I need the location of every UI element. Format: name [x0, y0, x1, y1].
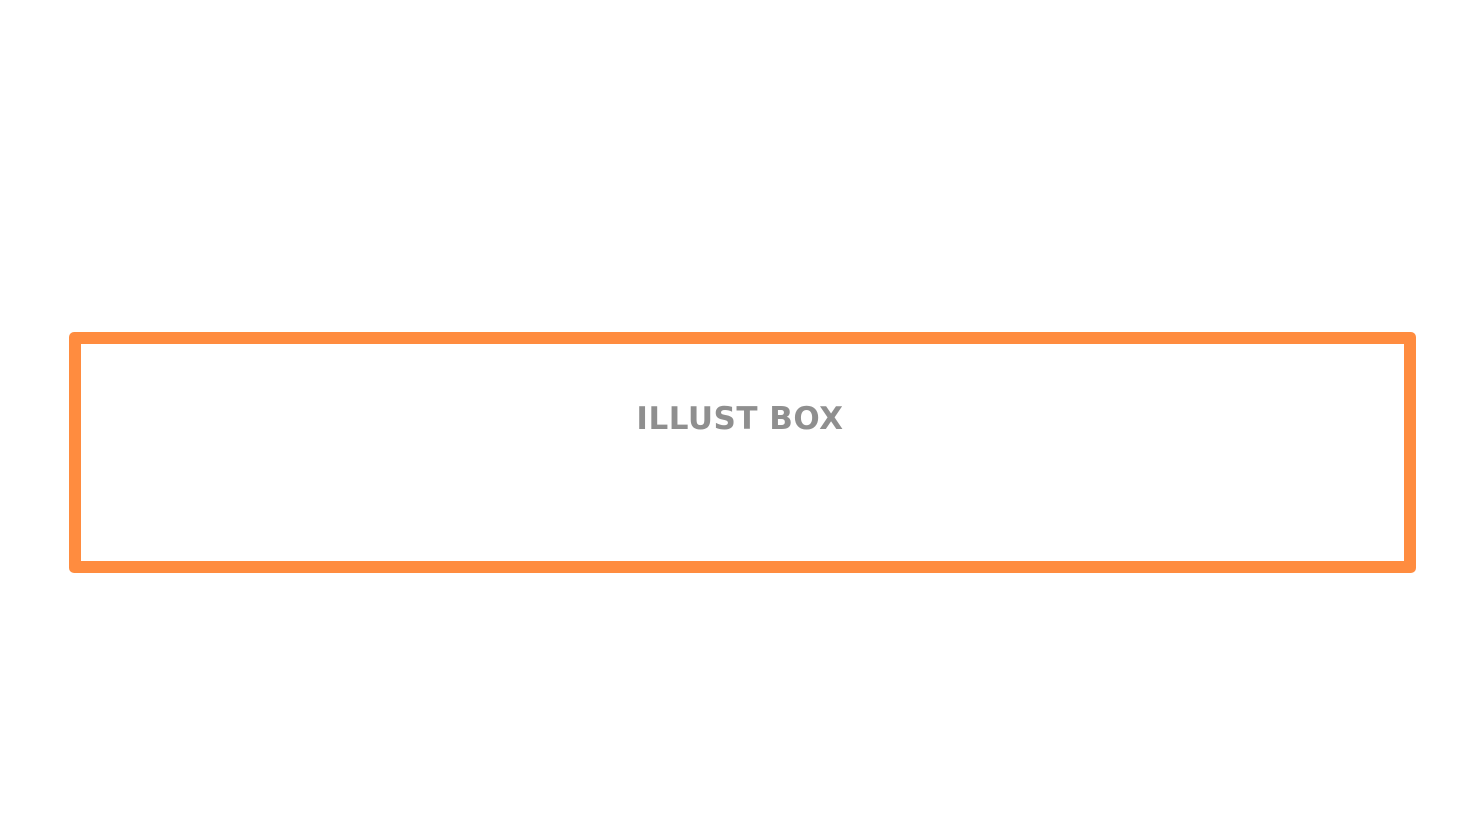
- watermark-text: ILLUST BOX: [636, 401, 844, 437]
- orange-rectangle-frame: [69, 332, 1416, 573]
